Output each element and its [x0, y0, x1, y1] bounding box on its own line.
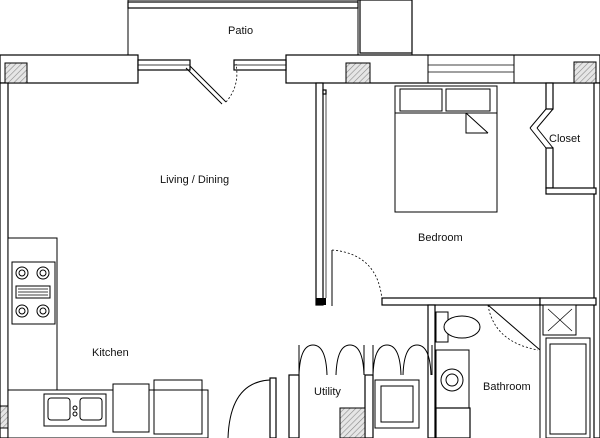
room-label-patio: Patio — [228, 25, 253, 37]
dishwasher — [112, 383, 150, 433]
toilet — [435, 311, 481, 343]
patio-door — [137, 59, 287, 105]
closet — [529, 82, 597, 195]
bed — [394, 85, 498, 213]
utility-walls — [288, 344, 433, 438]
kitchen-sink — [43, 393, 107, 427]
room-label-bedroom: Bedroom — [418, 232, 463, 244]
bathroom-sink — [435, 349, 471, 438]
entry-door — [227, 377, 277, 438]
room-label-closet: Closet — [549, 133, 580, 145]
exterior-wall-right — [593, 82, 600, 438]
shower — [542, 304, 591, 438]
room-label-bathroom: Bathroom — [483, 381, 531, 393]
refrigerator — [153, 379, 203, 435]
room-label-kitchen: Kitchen — [92, 347, 129, 359]
patio — [127, 0, 413, 55]
partition-living-bedroom — [315, 82, 383, 306]
room-label-utility: Utility — [314, 386, 341, 398]
exterior-wall-top — [0, 54, 600, 84]
stove — [11, 261, 56, 325]
room-label-living-dining: Living / Dining — [160, 174, 229, 186]
